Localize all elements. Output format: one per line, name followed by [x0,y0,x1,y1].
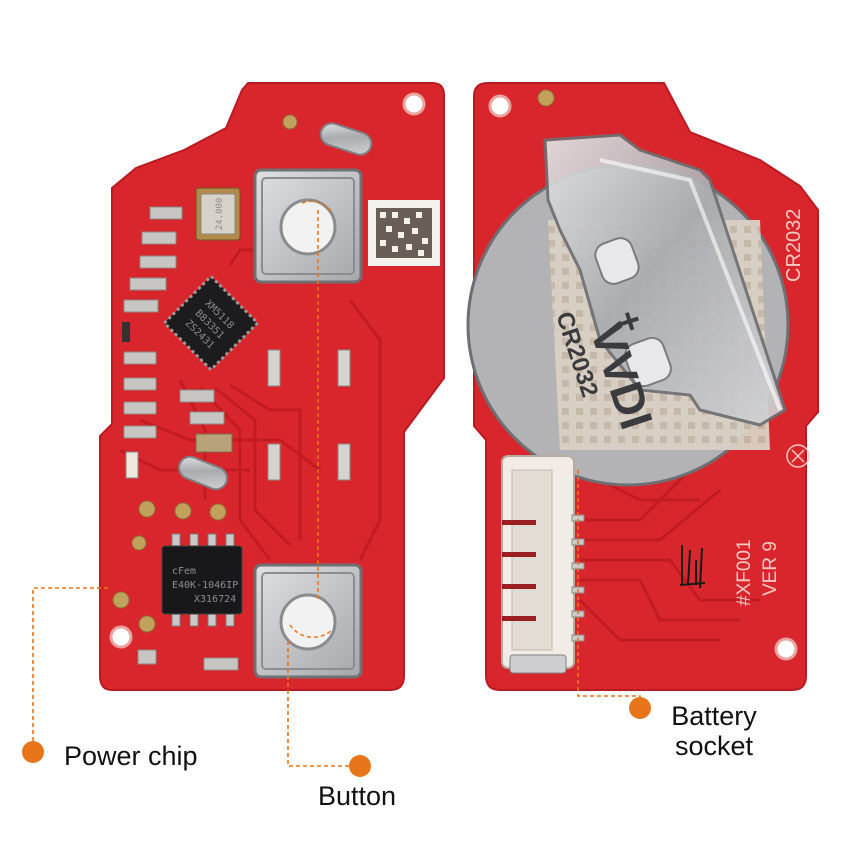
battery-holder: VVDI CR2032 + [466,133,790,487]
power-chip-callout-dot [22,741,44,763]
battery-socket-label-line2: socket [674,731,754,761]
button-highlight-arc-bottom [289,624,333,639]
battery-socket-callout-dot [629,697,651,719]
button-switch-top [253,168,363,284]
signature-mark [679,545,706,589]
test-pads [112,114,298,633]
battery-connector [501,455,585,674]
power-chip-text-line2: E40K-1046IP [172,580,238,591]
board-id-silk: #XF001 [734,539,755,606]
metal-capsule-bottom [178,455,228,491]
battery-socket-leader [577,470,641,706]
mount-hole-bottom-right [774,637,798,661]
battery-socket-label-line1: Battery [671,701,757,731]
power-chip-leader [32,587,108,748]
coin-cell-contacts [594,237,672,388]
power-chip-text-line1: cFem [172,566,196,577]
mount-hole-top-left [488,94,512,118]
button-highlight-arc-top [301,200,333,213]
button-label: Button [318,781,396,811]
power-chip-text-line3: X316724 [194,594,236,605]
test-pad-right [537,89,555,107]
mount-hole-bottom-left [109,625,133,649]
mcu-chip: XM5118 B83351 ZS2431 [162,274,260,372]
mount-hole-top-right [402,92,426,116]
right-traces [578,468,760,642]
battery-socket-label: Battery socket [664,701,764,761]
crystal-oscillator: 24.000 [195,187,241,241]
right-board: VVDI CR2032 + CR2032 #XF001 VER 9 [466,82,819,691]
button-callout-dot [349,755,371,777]
logo-mark [786,444,810,468]
button-label-text: Button [318,781,397,811]
datamatrix-label [368,200,440,266]
crystal-text: 24.000 [215,198,225,231]
battery-clip [543,133,787,427]
power-chip-label-text: Power chip [64,741,198,771]
metal-capsule-top [319,122,373,156]
left-passives [122,206,351,671]
callouts [32,470,641,767]
power-chip-label: Power chip [64,741,198,771]
power-chip: cFem E40K-1046IP X316724 [161,533,243,627]
left-board: 24.000 XM5118 B83351 ZS2431 [99,82,445,691]
battery-model-silk: CR2032 [783,209,805,282]
button-switch-bottom [253,563,363,679]
version-silk: VER 9 [760,541,781,596]
